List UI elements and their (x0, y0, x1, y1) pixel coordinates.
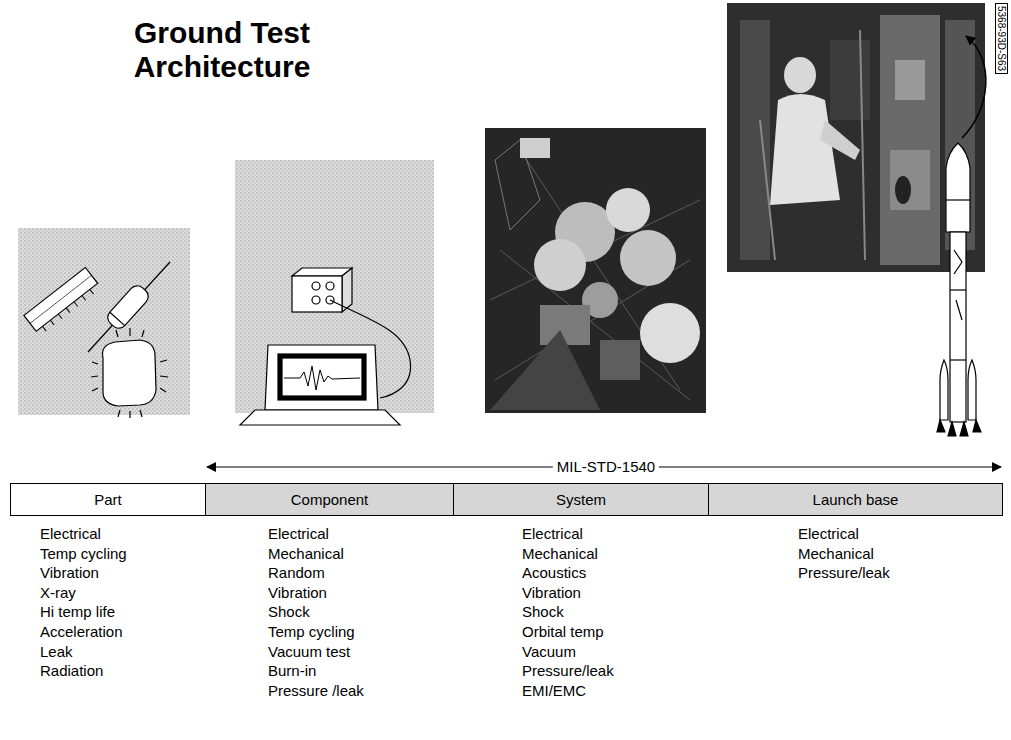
test-item: Vibration (268, 583, 327, 602)
stage-band: Launch base (708, 483, 1003, 516)
stage-label: System (556, 491, 606, 508)
test-item: Temp cycling (40, 544, 127, 563)
test-item: Random (268, 563, 325, 582)
stage-band: System (453, 483, 709, 516)
test-item: Vacuum test (268, 642, 350, 661)
test-item: Mechanical (268, 544, 344, 563)
stage-label: Part (94, 491, 122, 508)
test-item: Radiation (40, 661, 103, 680)
part-panel (18, 228, 190, 418)
launch-base-photo (727, 3, 985, 272)
test-item: EMI/EMC (522, 681, 586, 700)
pointer-arrow (962, 36, 986, 138)
system-photo (485, 128, 706, 413)
test-item: Electrical (798, 524, 859, 543)
stage-label: Launch base (813, 491, 899, 508)
component-panel (235, 160, 434, 425)
rocket (937, 143, 981, 436)
test-item: Acoustics (522, 563, 586, 582)
test-item: Burn-in (268, 661, 316, 680)
test-item: Acceleration (40, 622, 123, 641)
test-item: X-ray (40, 583, 76, 602)
test-item: Shock (268, 602, 310, 621)
stage-band: Part (10, 483, 206, 516)
test-item: Electrical (522, 524, 583, 543)
test-item: Hi temp life (40, 602, 115, 621)
test-item: Temp cycling (268, 622, 355, 641)
test-item: Vibration (40, 563, 99, 582)
figure-id: 5368-93D-S63 (995, 3, 1008, 74)
test-item: Shock (522, 602, 564, 621)
diagram-title: Ground Test Architecture (122, 16, 322, 84)
test-item: Leak (40, 642, 73, 661)
test-item: Vibration (522, 583, 581, 602)
stage-label: Component (291, 491, 369, 508)
test-item: Mechanical (798, 544, 874, 563)
stage-band: Component (205, 483, 454, 516)
test-item: Electrical (268, 524, 329, 543)
test-item: Electrical (40, 524, 101, 543)
span-label: MIL-STD-1540 (553, 458, 659, 475)
test-item: Vacuum (522, 642, 576, 661)
test-item: Orbital temp (522, 622, 604, 641)
test-item: Pressure /leak (268, 681, 364, 700)
test-item: Pressure/leak (522, 661, 614, 680)
test-item: Mechanical (522, 544, 598, 563)
test-item: Pressure/leak (798, 563, 890, 582)
